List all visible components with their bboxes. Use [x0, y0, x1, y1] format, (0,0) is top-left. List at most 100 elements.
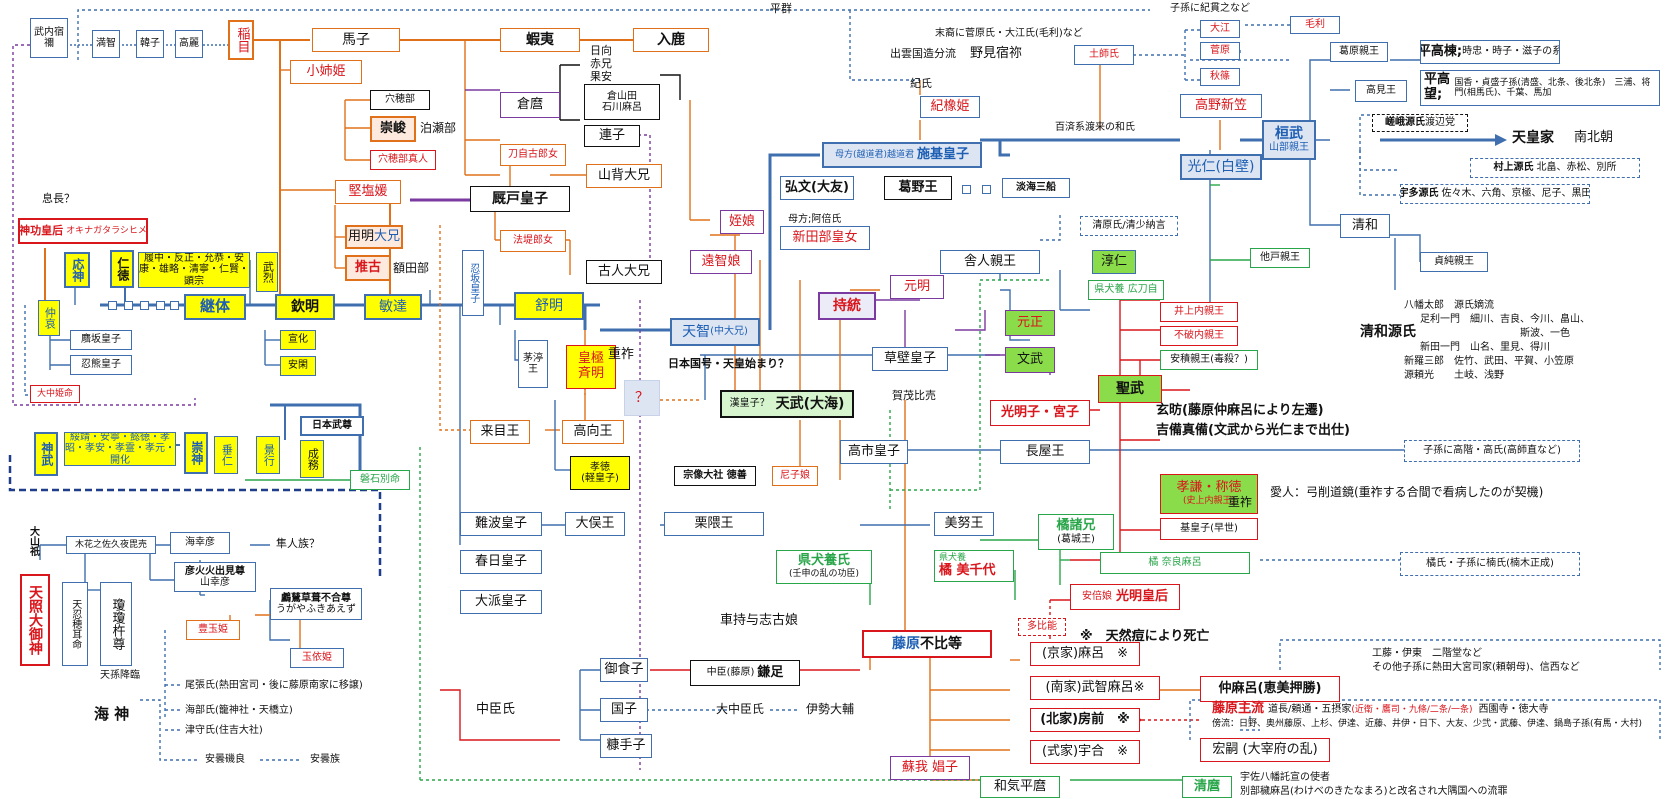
- node-label: 不破内親王: [1174, 330, 1224, 342]
- node-label-yamabe: 山部親王: [1269, 142, 1309, 154]
- node-chuai: 仲哀: [38, 300, 60, 336]
- node-label: 仁徳: [115, 257, 130, 281]
- label-kishi: 紀氏: [910, 77, 932, 90]
- label-nakatomi: 中臣氏: [476, 702, 516, 717]
- node-jomei: 舒明: [514, 292, 584, 320]
- node-umako: 馬子: [312, 28, 400, 52]
- node-label: 毛利: [1305, 19, 1325, 31]
- node-label: 高向王: [573, 423, 613, 439]
- node-label: 美努王: [944, 515, 984, 531]
- node-label-kana: うがやふきあえず: [276, 604, 356, 615]
- node-ankan: 安閑: [280, 356, 316, 376]
- node-label: 御食子: [604, 661, 644, 677]
- node-kusakabe: 草壁皇子: [872, 347, 948, 371]
- node-tenji: 天智(中大兄): [670, 318, 760, 346]
- node-label: 草壁皇子: [883, 350, 936, 366]
- node-label: 姪娘: [728, 213, 755, 229]
- node-sugawara: 菅原: [1200, 42, 1240, 60]
- node-label: 紀橡姫: [930, 98, 970, 114]
- node-keiko: 景行: [256, 436, 280, 474]
- node-label: 子孫に高階・高氏(高師直など): [1423, 445, 1561, 457]
- node-label: 清和: [1351, 217, 1378, 233]
- node-suizei-line: 綏靖・安寧・懿徳・孝昭・孝安・孝霊・孝元・開化: [64, 432, 176, 466]
- node-nakamaro: 仲麻呂(恵美押勝): [1200, 676, 1340, 702]
- node-minu: 美努王: [934, 512, 994, 536]
- label-oyamatsumi: 大山祇: [30, 527, 40, 558]
- node-inoue: 井上内親王: [1160, 302, 1238, 322]
- node-label: 蝦夷: [526, 31, 554, 48]
- label-onakatomi: 大中臣氏: [716, 702, 765, 716]
- label-fujiwara-main: 藤原主流道長/頼通・五摂家(近衛・鷹司・九條/二条/一条)西園寺・徳大寺: [1212, 701, 1548, 716]
- node-label: 刀自古郎女: [508, 149, 558, 161]
- node-label: 敏達: [379, 298, 407, 315]
- node-label: 大江: [1210, 23, 1230, 35]
- label-azumi-zoku: 安曇族: [310, 754, 340, 765]
- node-kurayamada: 倉麿: [500, 92, 560, 118]
- arrow-tennoke: [1495, 134, 1507, 146]
- node-label: 多比能: [1027, 621, 1057, 633]
- node-konin: 光仁(白壁): [1180, 154, 1262, 180]
- node-umayado: 厩戸皇子: [470, 186, 570, 212]
- node-uda: 宇多源氏佐々木、六角、京極、尼子、黒田: [1400, 184, 1590, 204]
- node-label: 長屋王: [1025, 443, 1065, 459]
- node-label: 国子: [610, 701, 637, 717]
- node-label: 大派皇子: [474, 593, 527, 609]
- node-ugaya: 鸕鶿草葺不合尊うがやふきあえず: [270, 588, 362, 620]
- node-label-karu: (軽皇子): [581, 473, 619, 484]
- node-label: 崇神: [189, 441, 204, 465]
- node-label: 稲目: [234, 27, 250, 53]
- node-oshihomimi: 天忍穂耳命: [62, 582, 88, 666]
- node-label: 来目王: [480, 423, 520, 439]
- node-nukateko: 糠手子: [600, 734, 652, 758]
- node-otomo-ky: 大中姫命: [30, 385, 80, 403]
- node-junnin: 淳仁: [1092, 250, 1136, 274]
- node-niitabe: 新田部皇女: [780, 226, 870, 250]
- node-jinmu: 神武: [34, 432, 58, 476]
- node-label-pre: 中臣(藤原): [706, 667, 755, 679]
- chain-box: [124, 301, 133, 310]
- label-muraji: 果安: [590, 70, 612, 83]
- node-toneri: 舎人親王: [940, 250, 1040, 274]
- chain-box: [170, 301, 179, 310]
- node-label: 宇多源氏: [1400, 188, 1439, 200]
- node-label: 大俣王: [575, 515, 615, 531]
- node-omata: 大俣王: [565, 512, 625, 536]
- label-koken-chouso: 重祚: [1228, 495, 1253, 509]
- node-takanono: 高野新笠: [1180, 94, 1262, 118]
- node-label: 倉麿: [516, 96, 543, 112]
- node-label: 光仁(白壁): [1187, 158, 1255, 175]
- node-label: 小姉姫: [306, 63, 346, 79]
- label-shinra: 新羅三郎 佐竹、武田、平賀、小笠原: [1404, 356, 1574, 367]
- node-label: 元明: [903, 278, 930, 294]
- node-munakata: 宗像大社 徳善: [674, 466, 756, 486]
- label-izumo: 出雲国造分流: [890, 47, 956, 60]
- label-tennoke: 天皇家: [1512, 130, 1554, 146]
- label-himuka: 日向: [590, 44, 612, 57]
- node-label: 土師氏: [1089, 49, 1119, 61]
- node-label: 高見王: [1366, 85, 1396, 97]
- node-kadono: 葛野王: [884, 176, 952, 200]
- node-yomei: 用明大兄: [345, 225, 403, 249]
- node-iwatsuwake: 磐石別命: [350, 470, 410, 490]
- node-label-yamasachi: 山幸彦: [200, 577, 230, 588]
- node-label: 弘文(大友): [785, 179, 849, 195]
- node-kume: 来目王: [470, 420, 530, 444]
- node-seimu: 成務: [300, 440, 324, 478]
- node-taira-takamochi: 平高望;国香・貞盛子孫(清盛、北条、後北条) 三浦、将門(相馬氏)、千葉、馬加: [1420, 70, 1660, 106]
- node-label: 馬子: [342, 31, 370, 48]
- label-usa: 宇佐八幡託宣の使者: [1240, 772, 1330, 783]
- label-kurumamochi: 車持与志古娘: [720, 613, 799, 628]
- node-amako: 尼子娘: [772, 466, 818, 486]
- node-label: 磐石別命: [360, 474, 400, 486]
- node-michiyo: 県犬養橘 美千代: [934, 550, 1014, 582]
- node-label: 清原氏/清少納言: [1092, 220, 1166, 232]
- node-label: 成務: [306, 448, 320, 470]
- node-label: 遠智娘: [701, 253, 741, 269]
- node-chinu: 茅渟王: [518, 340, 548, 388]
- node-haji: 土師氏: [1074, 45, 1134, 65]
- node-nanke: (南家)武智麻呂※: [1030, 676, 1160, 700]
- node-nintoku-line: 履中・反正・允恭・安康・雄略・清寧・仁賢・顕宗: [138, 252, 250, 288]
- node-label: 武烈: [261, 261, 275, 283]
- node-mommu: 文武: [1005, 347, 1055, 373]
- node-label: 持統: [833, 297, 861, 314]
